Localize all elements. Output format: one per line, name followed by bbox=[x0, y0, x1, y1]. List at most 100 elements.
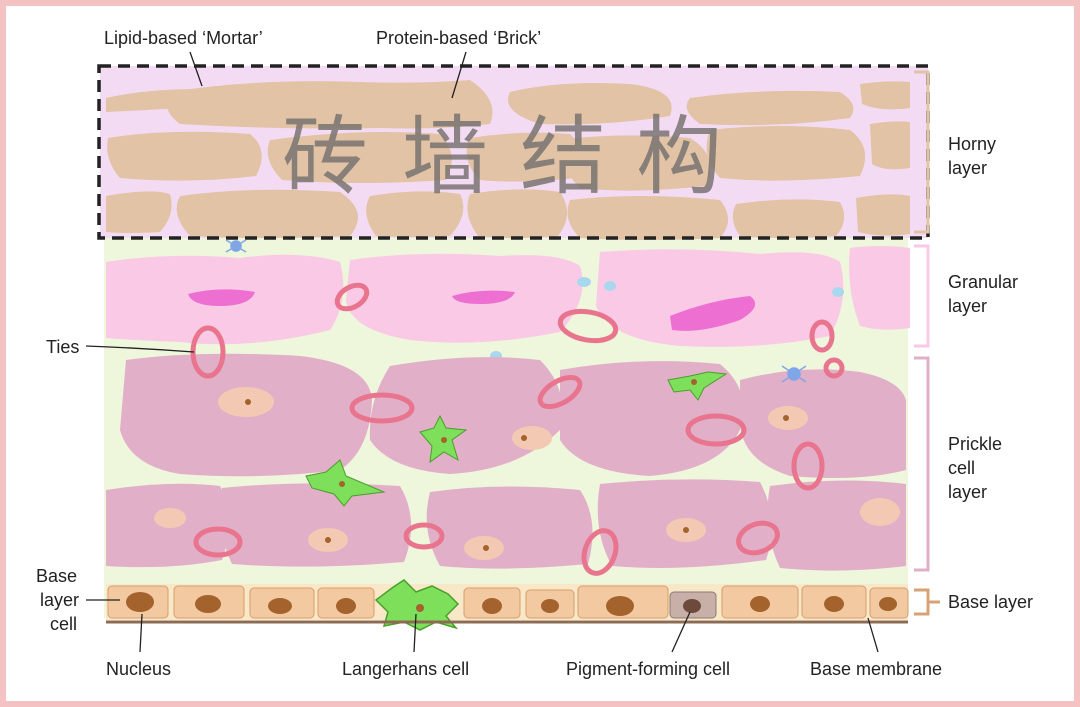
base-cell-nucleus bbox=[879, 597, 897, 611]
nucleus-callout bbox=[139, 613, 143, 653]
granule bbox=[670, 296, 756, 331]
tie bbox=[809, 319, 835, 353]
brick bbox=[267, 132, 452, 183]
brick bbox=[559, 135, 711, 191]
brick bbox=[856, 194, 910, 236]
tie bbox=[823, 357, 845, 379]
base-cell-nucleus bbox=[195, 595, 221, 613]
nucleus-dot bbox=[783, 415, 789, 421]
base-cell-nucleus bbox=[824, 596, 844, 612]
nucleus-dot bbox=[441, 437, 447, 443]
brick bbox=[107, 131, 262, 181]
brick-callout bbox=[451, 51, 467, 99]
tie bbox=[736, 520, 780, 556]
prickle-cell-layer bbox=[106, 353, 906, 571]
langerhans-callout bbox=[413, 613, 417, 653]
granular-layer-label-line2: layer bbox=[948, 296, 987, 316]
brick bbox=[732, 199, 845, 238]
watermark-char: 构 bbox=[636, 107, 722, 207]
watermark-char: 墙 bbox=[402, 107, 488, 207]
ties-callout bbox=[85, 345, 195, 353]
prickle-cell bbox=[369, 357, 563, 474]
tie bbox=[403, 522, 445, 550]
nucleus-dot bbox=[325, 537, 331, 543]
horny-layer bbox=[100, 66, 928, 240]
tie bbox=[334, 282, 370, 312]
pigment-callout bbox=[671, 611, 691, 653]
brick bbox=[106, 191, 172, 233]
pigment-cell-nucleus bbox=[683, 599, 701, 613]
cell-nucleus bbox=[154, 508, 186, 528]
layer-brackets bbox=[914, 70, 940, 616]
langerhans-cell bbox=[374, 579, 460, 631]
nucleus-dot bbox=[683, 527, 689, 533]
tie bbox=[537, 374, 583, 410]
pigment-forming-cell-label: Pigment-forming cell bbox=[566, 659, 730, 679]
langerhans-cell bbox=[667, 371, 728, 401]
brick bbox=[366, 191, 464, 237]
nucleus-dot bbox=[416, 604, 424, 612]
base-layer-cell-label-line2: layer bbox=[40, 590, 79, 610]
nucleus-dot bbox=[245, 399, 251, 405]
callout-lines bbox=[85, 51, 879, 653]
brick bbox=[176, 189, 358, 238]
base-layer-label: Base layer bbox=[948, 592, 1033, 612]
brick bbox=[466, 132, 582, 182]
base-layer-cell-label-line3: cell bbox=[50, 614, 77, 634]
prickle-cell bbox=[219, 483, 412, 567]
prickle-layer-label-line2: cell bbox=[948, 458, 975, 478]
tie bbox=[685, 413, 747, 447]
granule bbox=[452, 290, 515, 304]
brick bbox=[686, 90, 854, 126]
brick bbox=[860, 81, 910, 110]
horny-layer-label-line2: layer bbox=[948, 158, 987, 178]
membrane-callout bbox=[867, 617, 879, 653]
granular-cell bbox=[596, 249, 844, 347]
granular-layer bbox=[106, 246, 910, 385]
base-cell-nucleus bbox=[541, 599, 559, 613]
nucleus-label: Nucleus bbox=[106, 659, 171, 679]
base-membrane-label: Base membrane bbox=[810, 659, 942, 679]
tie bbox=[349, 392, 415, 424]
base-cell-nucleus bbox=[336, 598, 356, 614]
granule bbox=[188, 289, 255, 306]
base-cell-nucleus bbox=[126, 592, 154, 612]
prickle-layer-label-line1: Prickle bbox=[948, 434, 1002, 454]
granular-layer-label-line1: Granular bbox=[948, 272, 1018, 292]
blue-cell-process bbox=[225, 239, 247, 253]
prickle-layer-label-line3: layer bbox=[948, 482, 987, 502]
watermark-char: 砖 bbox=[282, 107, 368, 207]
base-layer bbox=[106, 579, 909, 631]
base-cell-nucleus bbox=[750, 596, 770, 612]
cell-nucleus bbox=[860, 498, 900, 526]
prickle-layer-bracket bbox=[914, 356, 930, 572]
nucleus-dot bbox=[339, 481, 345, 487]
langerhans-cell bbox=[305, 459, 386, 507]
tie bbox=[193, 526, 243, 558]
horny-layer-bracket bbox=[914, 70, 930, 234]
base-cell-nucleus bbox=[606, 596, 634, 616]
protein-brick-label: Protein-based ‘Brick’ bbox=[376, 28, 541, 48]
prickle-cell bbox=[740, 369, 906, 478]
nucleus-dot bbox=[521, 435, 527, 441]
tie bbox=[581, 528, 619, 576]
skin-layers-diagram: 砖 墙 结 构 bbox=[36, 28, 1033, 679]
brick bbox=[467, 189, 568, 238]
brick bbox=[508, 83, 672, 125]
blue-cell-process bbox=[781, 365, 807, 383]
watermark: 砖 墙 结 构 bbox=[282, 107, 722, 207]
prickle-cell bbox=[426, 486, 593, 569]
lipid-droplet bbox=[832, 287, 844, 297]
diagram-frame: 砖 墙 结 构 bbox=[6, 6, 1074, 701]
lipid-mortar-label: Lipid-based ‘Mortar’ bbox=[104, 28, 263, 48]
lipid-droplet bbox=[577, 277, 591, 287]
brick bbox=[567, 196, 728, 240]
tie bbox=[791, 441, 825, 491]
base-layer-cell-label-line1: Base bbox=[36, 566, 77, 586]
horny-layer-label-line1: Horny bbox=[948, 134, 996, 154]
mortar-callout bbox=[189, 51, 203, 87]
labels: Lipid-based ‘Mortar’ Protein-based ‘Bric… bbox=[36, 28, 1033, 679]
tie bbox=[557, 308, 619, 344]
langerhans-cell-label: Langerhans cell bbox=[342, 659, 469, 679]
watermark-char: 结 bbox=[520, 107, 606, 207]
